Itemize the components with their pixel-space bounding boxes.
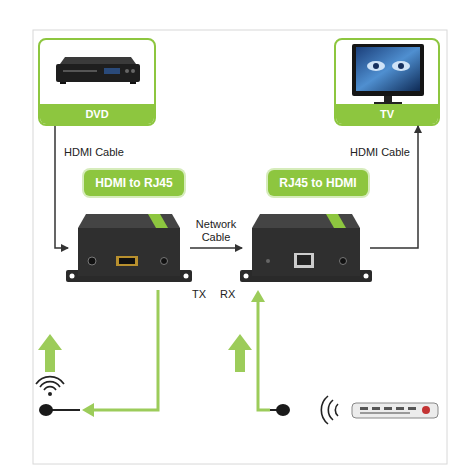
- signal-icon: [40, 382, 60, 387]
- tx-stripe: [148, 214, 168, 228]
- dvd-slot: [63, 70, 97, 72]
- signal-icon: [321, 396, 328, 424]
- page-frame: [33, 30, 447, 464]
- device-frame: DVD: [38, 38, 156, 126]
- ir-line: [258, 300, 270, 410]
- rj45-port: [294, 253, 314, 268]
- node-label: HDMI to RJ45: [84, 170, 184, 196]
- remote-control: [352, 403, 438, 418]
- device-frame: TV: [334, 38, 440, 126]
- node-label: RJ45 to HDMI: [268, 170, 368, 196]
- rx-stripe: [326, 214, 346, 228]
- cable-connector: [370, 126, 418, 248]
- node-label: TV: [336, 104, 438, 124]
- converter-tag: HDMI to RJ45: [84, 170, 184, 196]
- remote-button: [422, 406, 430, 414]
- tv-screen: [356, 47, 420, 91]
- signal-icon: [328, 400, 333, 420]
- tv-body: [352, 44, 424, 96]
- ir-line: [92, 290, 158, 410]
- tv-stand: [384, 96, 392, 102]
- dvd-display: [104, 68, 120, 74]
- tv-picture: [392, 61, 410, 71]
- remote-button: [372, 407, 380, 410]
- signal-icon: [48, 392, 52, 396]
- mount-hole: [244, 274, 249, 279]
- remote-button: [360, 407, 368, 410]
- tx-top: [78, 214, 180, 228]
- signal-icon: [36, 377, 64, 384]
- extender-unit: TX: [68, 212, 190, 284]
- ir-arrowhead: [82, 403, 94, 417]
- tx-body: [78, 228, 180, 276]
- tv-picture: [398, 63, 404, 69]
- cable-label: HDMI Cable: [64, 146, 124, 158]
- up-arrow: [228, 334, 252, 372]
- signal-icon: [44, 387, 56, 390]
- rx-top: [252, 214, 360, 228]
- remote-button: [408, 407, 416, 410]
- tv-picture: [373, 63, 379, 69]
- dvd-top: [60, 57, 136, 64]
- rj45-port: [297, 255, 311, 265]
- reset-button: [266, 259, 270, 263]
- extender-unit: RX: [242, 212, 370, 284]
- hdmi-port: [116, 256, 138, 266]
- cable-label: Network Cable: [190, 218, 242, 244]
- ir-emitter: [39, 404, 53, 416]
- dc-jack: [88, 257, 96, 265]
- dvd-button: [125, 69, 129, 73]
- dvd-foot: [60, 82, 66, 84]
- ir-receiver: [276, 404, 290, 416]
- node-label: DVD: [40, 104, 154, 124]
- ir-cable: [50, 409, 80, 411]
- mount-hole: [364, 274, 369, 279]
- rx-body: [252, 228, 360, 276]
- hdmi-port: [119, 258, 135, 264]
- remote-button: [384, 407, 392, 410]
- dvd-button: [131, 69, 135, 73]
- ir-arrowhead: [251, 290, 265, 302]
- node-label: RX: [220, 288, 235, 300]
- dvd-foot: [130, 82, 136, 84]
- tv-picture: [367, 61, 385, 71]
- dvd-body: [56, 64, 140, 82]
- cable-label: HDMI Cable: [350, 146, 410, 158]
- cable-connector: [190, 247, 242, 249]
- mount-hole: [70, 274, 75, 279]
- node-label: TX: [192, 288, 206, 300]
- ir-jack: [340, 258, 347, 265]
- signal-icon: [335, 404, 338, 416]
- mount-hole: [184, 274, 189, 279]
- converter-tag: RJ45 to HDMI: [268, 170, 368, 196]
- remote-button: [360, 412, 410, 414]
- ir-jack: [161, 258, 168, 265]
- up-arrow: [38, 334, 62, 372]
- remote-button: [396, 407, 404, 410]
- cable-connector: [55, 126, 68, 248]
